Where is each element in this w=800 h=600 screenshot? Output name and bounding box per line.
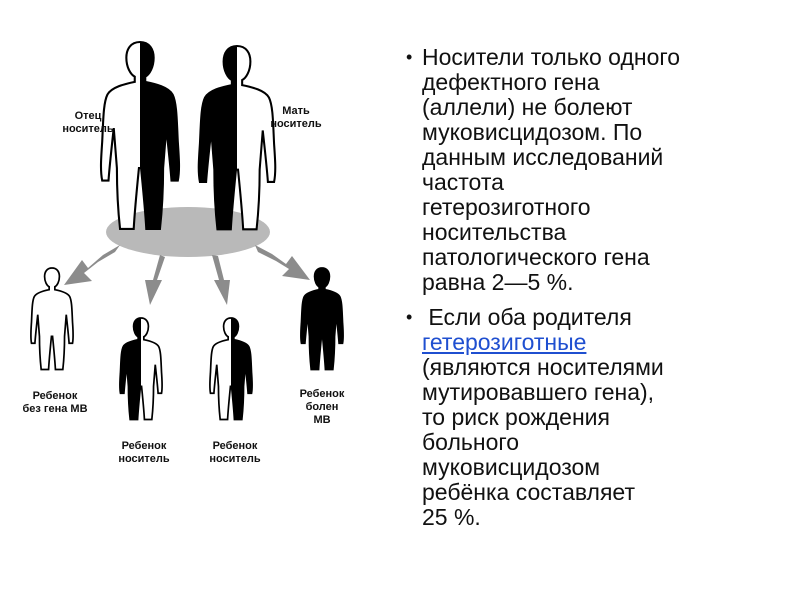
bullet-dot: •	[406, 307, 413, 327]
text-line: (являются носителями	[422, 354, 664, 380]
child-carrier-label-2: Ребенок носитель	[209, 440, 261, 465]
child-carrier-figure-icon	[208, 317, 254, 421]
diagram-graphics	[29, 40, 345, 421]
arrow-icon	[64, 245, 310, 305]
inheritance-diagram: Отец носитель Мать носитель Ребенок без …	[22, 40, 345, 465]
text-line: носительства	[422, 219, 567, 245]
child-affected-label: Ребенок болен МВ	[299, 388, 345, 426]
mother-figure-icon	[197, 44, 277, 231]
mother-label: Мать носитель	[270, 105, 322, 130]
text-line: Носители только одного	[422, 44, 681, 70]
child-healthy-label: Ребенок без гена МВ	[22, 390, 88, 415]
text-line: муковисцидозом	[422, 454, 601, 480]
heterozygous-link[interactable]: гетерозиготные	[422, 329, 587, 355]
text-line: больного	[422, 429, 520, 455]
bullet-carriers: • Носители только одного дефектного гена…	[400, 45, 785, 295]
text-line: ребёнка составляет	[422, 479, 635, 505]
bullet-dot: •	[406, 47, 413, 67]
text-line: (аллели) не болеют	[422, 94, 633, 120]
text-line: гетерозиготного	[422, 194, 591, 220]
text-line: дефектного гена	[422, 69, 600, 95]
text-line: данным исследований	[422, 144, 664, 170]
text-line: 25 %.	[422, 504, 481, 530]
text-line: Если оба родителя	[422, 304, 632, 330]
text-line: равна 2—5 %.	[422, 269, 574, 295]
text-line: муковисцидозом. По	[422, 119, 643, 145]
child-carrier-label-1: Ребенок носитель	[118, 440, 170, 465]
father-label: Отец носитель	[62, 110, 114, 135]
text-line: патологического гена	[422, 244, 650, 270]
text-line: мутировавшего гена),	[422, 379, 655, 405]
bullet-risk: • Если оба родителя гетерозиготные (явля…	[400, 305, 785, 530]
text-panel: • Носители только одного дефектного гена…	[400, 45, 785, 530]
child-affected-figure-icon	[299, 267, 345, 371]
child-carrier-figure-icon	[118, 317, 164, 421]
text-line: то риск рождения	[422, 404, 610, 430]
text-line: частота	[422, 169, 504, 195]
